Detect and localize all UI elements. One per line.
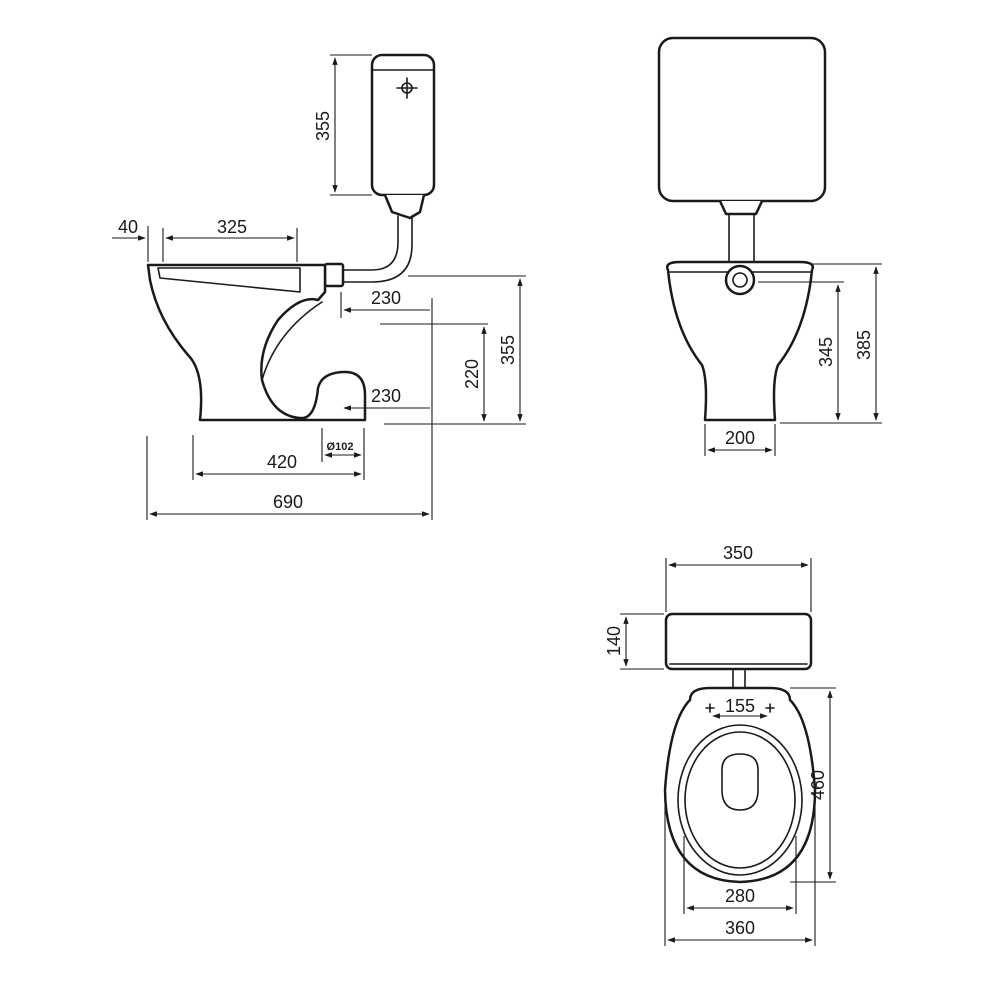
mount-hole-left-icon [705,703,715,713]
dim-label-bowl-length: 460 [808,770,828,800]
dim-label-hole-spacing: 155 [725,696,755,716]
dim-rim-offset: 40 [112,217,149,262]
side-view: 355 40 325 230 230 [112,53,526,520]
dim-label-base-width: 200 [725,428,755,448]
front-bowl [666,260,814,422]
dim-label-rim-height-total: 385 [854,330,874,360]
side-tank [323,53,436,288]
dim-base-length: 420 [192,428,365,480]
dim-label-outlet-height: 220 [462,359,482,389]
dim-top-bowl-width: 360 [664,800,816,946]
dim-label-tank-height: 355 [313,111,333,141]
dim-top-seat-width: 280 [683,836,797,914]
dim-total-length: 690 [146,436,430,520]
front-view: 345 385 200 [657,36,882,456]
dim-label-bowl-width: 360 [725,918,755,938]
dim-outlet-diameter: Ø102 [321,428,362,462]
dim-top-hole-spacing: 155 [712,696,768,719]
dim-inlet-depth: 230 [340,288,430,318]
dim-label-tank-width: 350 [723,543,753,563]
top-tank [664,612,813,671]
inlet-hole-icon [724,264,756,296]
dim-front-base: 200 [704,424,776,456]
dim-label-bowl-opening: 325 [217,217,247,237]
dim-label-total-length: 690 [273,492,303,512]
dim-top-tank-width: 350 [665,543,812,612]
dim-front-rim-total: 385 [812,263,882,424]
dim-outlet-height: 220 [380,323,488,425]
dim-label-seat-width: 280 [725,886,755,906]
top-view: 350 140 155 460 280 [604,543,836,946]
dim-bowl-opening: 325 [162,217,298,262]
dim-front-rim-inner: 345 [758,281,844,424]
dim-label-outlet-depth: 230 [371,386,401,406]
side-bowl [146,263,367,422]
dim-label-rim-offset: 40 [118,217,138,237]
top-bowl [663,686,817,884]
dim-label-outlet-diameter: Ø102 [327,441,354,453]
dim-tank-height: 355 [313,54,372,196]
dim-top-tank-depth: 140 [604,613,664,670]
dim-top-bowl-length: 460 [790,687,836,883]
dim-outlet-depth: 230 [343,386,430,411]
front-tank [657,36,827,263]
dim-label-rim-height-inner: 345 [816,337,836,367]
dim-label-inlet-depth: 230 [371,288,401,308]
dim-label-base-length: 420 [267,452,297,472]
dim-label-tank-depth: 140 [604,626,624,656]
mount-hole-right-icon [765,703,775,713]
dim-label-inlet-height: 355 [498,335,518,365]
dim-inlet-height: 355 [408,275,526,425]
